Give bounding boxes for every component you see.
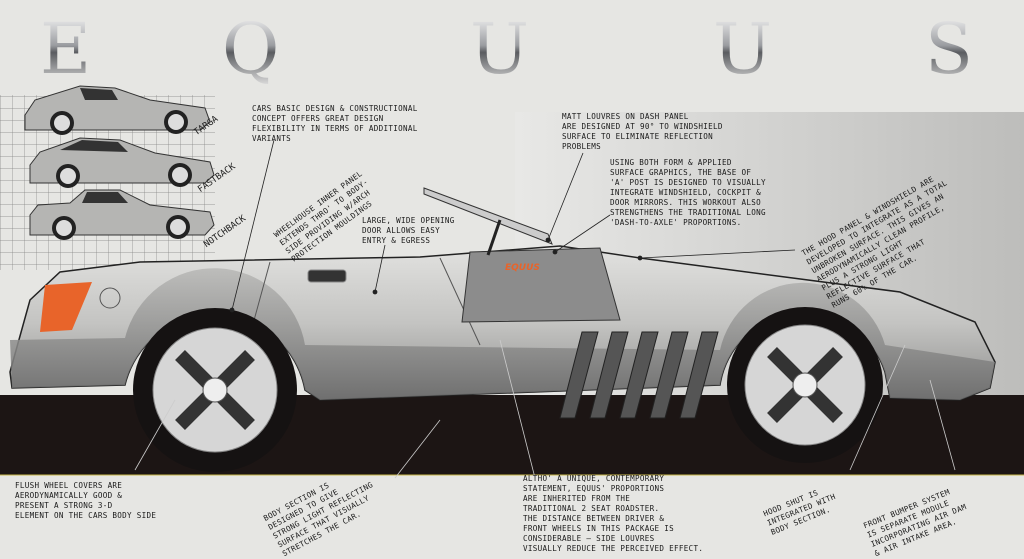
note-proportions: ALTHO' A UNIQUE, CONTEMPORARY STATEMENT,…	[523, 474, 704, 553]
mini-car-fastback	[29, 137, 215, 188]
equus-sketch: EQUUS	[0, 85, 1024, 479]
dash-panel	[461, 247, 621, 323]
variant-cars	[24, 85, 215, 240]
mini-car-targa	[24, 85, 211, 135]
title-letter: U	[470, 8, 529, 90]
car-badge: EQUUS	[505, 263, 540, 273]
side-louvres	[559, 331, 719, 419]
front-wheel	[727, 307, 883, 463]
title-letter: Q	[222, 8, 280, 90]
main-car: EQUUS	[9, 187, 996, 472]
leader-lines	[134, 139, 956, 479]
title-letter: E	[40, 8, 92, 90]
note-louvres: MATT LOUVRES ON DASH PANEL ARE DESIGNED …	[562, 112, 723, 151]
note-a-post: USING BOTH FORM & APPLIED SURFACE GRAPHI…	[610, 158, 766, 227]
lower-sill	[10, 268, 995, 400]
title-letter: U	[713, 8, 772, 90]
note-design-concept: CARS BASIC DESIGN & CONSTRUCTIONAL CONCE…	[252, 104, 418, 143]
taillight	[40, 282, 92, 332]
note-wheel-covers: FLUSH WHEEL COVERS ARE AERODYNAMICALLY G…	[15, 481, 157, 520]
door-handle	[307, 269, 347, 283]
mini-car-notchback	[29, 189, 215, 240]
title-letter: S	[925, 8, 973, 90]
fuel-cap	[99, 287, 121, 309]
note-door: LARGE, WIDE OPENING DOOR ALLOWS EASY ENT…	[362, 216, 455, 245]
windshield-frame	[423, 187, 553, 245]
rear-wheel	[133, 308, 297, 472]
